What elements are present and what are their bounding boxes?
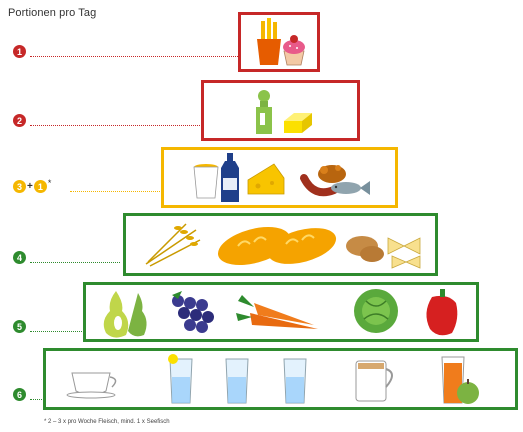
level-6-dots <box>30 399 42 400</box>
level-number: 4 <box>13 251 26 264</box>
butter-icon <box>284 113 312 133</box>
level-extra-number: 1 <box>33 180 47 193</box>
level-3-dots <box>70 191 160 192</box>
level-6-box <box>43 348 518 410</box>
level-2-box <box>201 80 360 141</box>
water-glass-icon <box>168 354 193 404</box>
level-3-marker: 3 + 1 * <box>13 178 52 193</box>
fries-icon <box>257 18 281 65</box>
sausage-icon <box>300 174 338 197</box>
level-6-marker: 6 <box>13 388 26 401</box>
lettuce-icon <box>354 289 398 333</box>
cup-icon <box>66 372 117 399</box>
mug-icon <box>355 360 393 402</box>
fish-icon <box>331 181 370 195</box>
milk-bottle-icon <box>221 153 239 202</box>
apple-icon <box>457 379 479 404</box>
level-number: 5 <box>13 320 26 333</box>
footnote: * 2 – 3 x pro Woche Fleisch, mind. 1 x S… <box>44 419 170 425</box>
level-2-marker: 2 <box>13 114 26 127</box>
level-number: 2 <box>13 114 26 127</box>
oil-bottle-icon <box>256 90 272 134</box>
footnote-star: * <box>47 178 52 188</box>
level-number: 1 <box>13 45 26 58</box>
level-4-marker: 4 <box>13 251 26 264</box>
level-1-marker: 1 <box>13 45 26 58</box>
level-1-dots <box>30 56 238 57</box>
level-number: 3 <box>13 180 26 193</box>
plus-sign: + <box>27 181 33 192</box>
grain-icon <box>145 223 201 267</box>
level-5-marker: 5 <box>13 320 26 333</box>
level-3-box <box>161 147 398 208</box>
grapes-icon <box>172 291 214 333</box>
pear-icon <box>103 291 147 338</box>
water-glass-icon <box>283 358 307 404</box>
level-2-dots <box>30 125 200 126</box>
water-glass-icon <box>225 358 249 404</box>
level-4-dots <box>30 262 120 263</box>
level-5-dots <box>30 331 82 332</box>
page-title: Portionen pro Tag <box>8 7 97 19</box>
carrot-icon <box>236 295 318 329</box>
level-number: 6 <box>13 388 26 401</box>
chicken-icon <box>318 165 346 183</box>
yogurt-icon <box>193 164 219 199</box>
pasta-icon <box>387 237 421 269</box>
bread-icon <box>217 226 337 266</box>
level-4-box <box>123 213 438 276</box>
level-1-box <box>238 12 320 72</box>
level-5-box <box>83 282 479 342</box>
cheese-icon <box>247 163 285 195</box>
pepper-icon <box>426 289 458 336</box>
cupcake-icon <box>283 35 305 66</box>
potato-icon <box>346 236 384 262</box>
